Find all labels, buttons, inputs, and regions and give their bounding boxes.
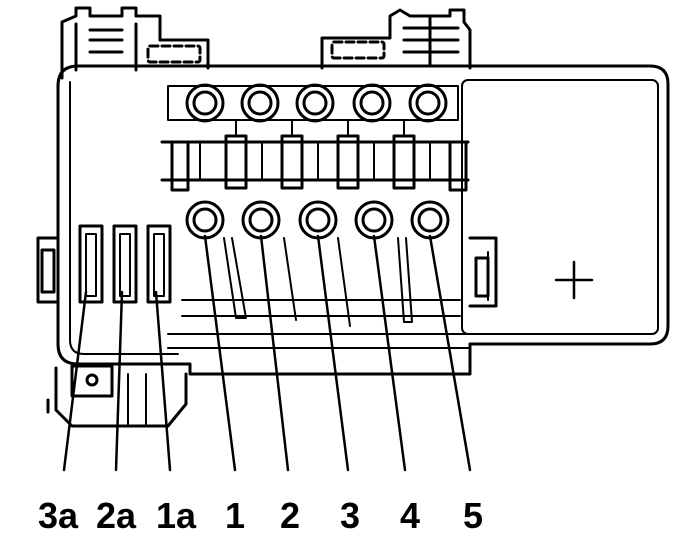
right-cover-panel (461, 79, 659, 335)
lower-mounting-tab (46, 364, 188, 428)
label-fuse-2a: 2a (96, 495, 137, 536)
housing-inner-rim (69, 81, 179, 355)
right-connector-clip (320, 8, 472, 70)
lower-terminal-bolts (185, 200, 450, 240)
blade-fuses (78, 224, 172, 304)
label-fuse-3a: 3a (38, 495, 79, 536)
right-side-bracket (468, 236, 498, 308)
label-fuse-2: 2 (280, 495, 300, 536)
left-side-bracket (36, 236, 60, 304)
label-fuse-3: 3 (340, 495, 360, 536)
plus-sign-icon (554, 260, 594, 300)
label-fuse-5: 5 (463, 495, 483, 536)
callout-leader-lines (62, 234, 472, 472)
top-terminal-bolts (167, 83, 459, 123)
housing-outline (56, 64, 670, 376)
left-connector-clip (60, 6, 210, 80)
label-fuse-4: 4 (400, 495, 420, 536)
label-fuse-1a: 1a (156, 495, 197, 536)
fuse-bus-strip (160, 119, 470, 192)
label-fuse-1: 1 (225, 495, 245, 536)
